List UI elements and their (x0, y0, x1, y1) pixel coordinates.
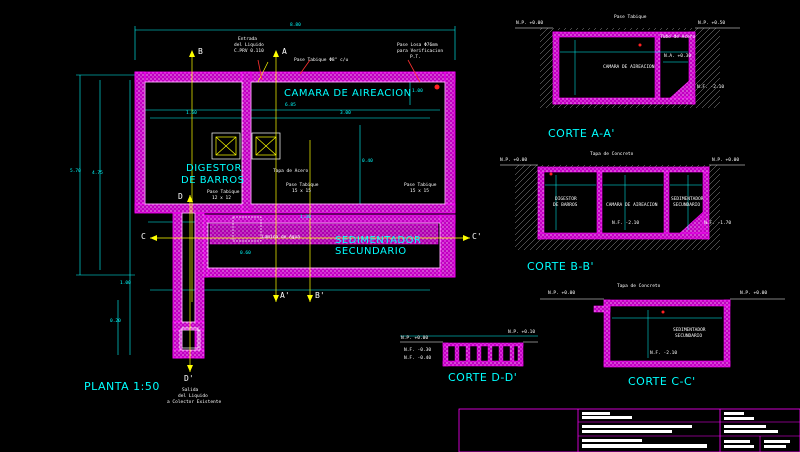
corte-cc-tag-1: Tapa de Concreto (617, 284, 661, 289)
plan-view (76, 26, 470, 372)
corte-bb-level-low: N.F. -2.10 (612, 221, 640, 226)
title-block (458, 408, 800, 452)
section-arrows (150, 50, 470, 372)
digester-label-1: DIGESTOR (186, 163, 242, 174)
dim-right-height: 1.00 (412, 89, 423, 94)
corte-bb-label-1: DIGESTOR (555, 197, 577, 202)
corte-bb-title: CORTE B-B' (527, 260, 595, 273)
corte-dd (400, 335, 538, 367)
corte-dd-level-right: N.P. +0.10 (508, 330, 536, 335)
dim-a: 3.00 (340, 111, 351, 116)
corte-cc (540, 297, 785, 368)
corte-aa-level-right: N.P. +0.50 (698, 21, 726, 26)
corte-aa (515, 27, 740, 108)
digester-label-2: DE BARROS (181, 175, 245, 186)
dim-left-width: 1.60 (186, 111, 197, 116)
corte-dd-level-left: N.P. +0.00 (401, 336, 429, 341)
corte-dd-level-mid: N.F. -0.30 (404, 348, 432, 353)
tank-inner-outline (144, 81, 446, 351)
note-agua: Lamina de Agua (262, 235, 300, 240)
note-verif-3: P.T. (410, 55, 421, 60)
corte-bb-tag-1: Tapa de Concreto (590, 152, 634, 157)
corte-bb-level-right: N.P. +0.00 (712, 158, 740, 163)
mark-d-bottom: D' (184, 374, 194, 383)
note-verif-1: Pase Losa Φ76mm (397, 43, 438, 48)
leader-arrows (257, 59, 421, 83)
dim-b: 0.40 (362, 159, 373, 164)
corte-bb-level-left: N.P. +0.00 (500, 158, 528, 163)
corte-dd-level-low: N.F. -0.40 (404, 356, 432, 361)
note-pase-6: 15 x 15 (410, 189, 429, 194)
vent-marker (434, 84, 440, 90)
plan-title: PLANTA 1:50 (84, 380, 160, 393)
dim-f: 0.20 (110, 319, 121, 324)
dim-total-width: 8.80 (290, 23, 301, 28)
dim-d: 0.60 (240, 251, 251, 256)
outlet-label-2: del Liquido (178, 394, 208, 399)
section-lines (150, 55, 470, 372)
outlet-label-3: a Colector Existente (167, 400, 222, 405)
note-pase-5: Pase Tabique (404, 183, 437, 188)
corte-bb-label-2: DE BARROS (553, 203, 578, 208)
dim-inner-width: 6.85 (285, 103, 296, 108)
corte-bb (500, 164, 745, 250)
inlet-label-2: del Liquido (234, 43, 264, 48)
note-pase-1: Pase Tabique (207, 190, 240, 195)
corte-aa-level-low: N.F. -2.10 (697, 85, 725, 90)
corte-cc-label-2: SECUNDARIO (675, 334, 703, 339)
note-tapa: Tapa de Acero (273, 169, 309, 174)
sedimentador-label-1: SEDIMENTADOR (335, 235, 422, 246)
note-tabique-top: Pase Tabique Φ8" c/u (294, 58, 349, 63)
corte-cc-title: CORTE C-C' (628, 375, 696, 388)
corte-dd-title: CORTE D-D' (448, 371, 518, 384)
inlet-label-1: Entrada (238, 37, 257, 42)
note-verif-2: para Verificacion (397, 49, 444, 54)
corte-aa-inner-label: CAMARA DE AIREACION (603, 65, 655, 70)
corte-cc-level-right: N.P. +0.00 (740, 291, 768, 296)
mark-d-top: D (178, 192, 183, 201)
mark-a-bottom: A' (280, 291, 290, 300)
note-pase-2: 12 x 12 (212, 196, 231, 201)
corte-aa-level-mid: N.A. +0.30 (664, 54, 692, 59)
mark-a-top: A (282, 47, 287, 56)
corte-bb-label-4: SEDIMENTADOR (671, 197, 704, 202)
inlet-label-3: C.PRV 0.110 (234, 49, 264, 54)
corte-aa-tag-1: Pase Tabique (614, 15, 647, 20)
dim-c: 1.30 (300, 215, 311, 220)
outlet-label-1: Salida (182, 388, 199, 393)
mark-b-top: B (198, 47, 203, 56)
corte-bb-label-5: SECUNDARIO (673, 203, 701, 208)
corte-bb-level-low-2: N.F. -1.70 (704, 221, 732, 226)
sedimentador-label-2: SECUNDARIO (335, 246, 407, 257)
chamber-label: CAMARA DE AIREACION (284, 88, 412, 99)
corte-bb-label-3: CAMARA DE AIREACION (606, 203, 658, 208)
corte-cc-label-1: SEDIMENTADOR (673, 328, 706, 333)
mark-c-left: C (141, 232, 146, 241)
mark-c-right: C' (472, 232, 482, 241)
corte-aa-level-left: N.P. +0.00 (516, 21, 544, 26)
mark-b-bottom: B' (315, 291, 325, 300)
corte-aa-title: CORTE A-A' (548, 127, 615, 140)
tank-walls (134, 71, 456, 359)
dim-e: 1.00 (120, 281, 131, 286)
corte-cc-level-left: N.P. +0.00 (548, 291, 576, 296)
dim-inner-height: 4.75 (92, 171, 103, 176)
corte-cc-level-low: N.F. -2.10 (650, 351, 678, 356)
corte-aa-tag-2: Tubo de Acero (660, 35, 696, 40)
dim-total-height: 5.70 (70, 169, 81, 174)
note-pase-4: 15 x 15 (292, 189, 311, 194)
note-pase-3: Pase Tabique (286, 183, 319, 188)
